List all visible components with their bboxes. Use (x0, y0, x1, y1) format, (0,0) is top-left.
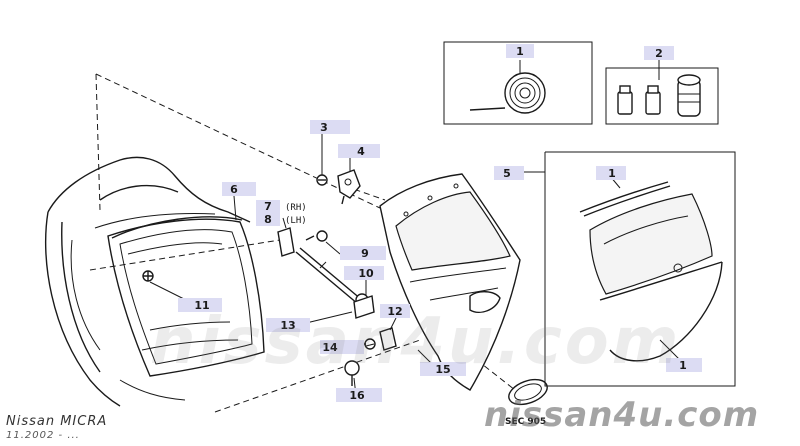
box-item-2 (605, 67, 719, 125)
box-item-1 (443, 41, 593, 125)
svg-text:10: 10 (358, 267, 374, 280)
svg-text:14: 14 (322, 341, 338, 354)
callout-11: 11 (178, 298, 222, 312)
hinge-parts (316, 169, 361, 205)
svg-text:11: 11 (194, 299, 209, 312)
callouts: 1 2 3 4 5 1 6 7 8 (RH) (LH) 9 10 11 12 1… (178, 44, 702, 402)
svg-text:1: 1 (608, 167, 616, 180)
callout-7: 7 (256, 200, 280, 213)
svg-text:8: 8 (264, 213, 272, 226)
model-date-range: 11.2002 - ... (6, 430, 80, 441)
svg-text:4: 4 (357, 145, 365, 158)
callout-16: 16 (336, 388, 382, 402)
svg-text:2: 2 (655, 47, 663, 60)
back-door-panel (379, 173, 521, 391)
svg-text:1: 1 (516, 45, 524, 58)
callout-10: 10 (344, 266, 384, 280)
callout-8: 8 (256, 213, 280, 226)
callout-9: 9 (340, 246, 386, 260)
callout-1-top: 1 (506, 44, 534, 58)
svg-text:7: 7 (264, 200, 272, 213)
callout-5: 5 (494, 166, 524, 180)
watermark-center: nissan4u.com (150, 305, 682, 379)
striker-part (142, 270, 154, 282)
watermark-corner: nissan4u.com (484, 395, 760, 435)
callout-14: 14 (320, 340, 364, 354)
callout-2: 2 (644, 46, 674, 60)
svg-text:15: 15 (435, 363, 450, 376)
svg-text:9: 9 (361, 247, 369, 260)
weatherstrip-part (111, 216, 243, 239)
callout-1-glass-bottom: 1 (666, 358, 702, 372)
svg-text:13: 13 (280, 319, 295, 332)
svg-text:3: 3 (320, 121, 328, 134)
car-body-outline (44, 156, 265, 407)
gas-strut-parts (277, 227, 375, 319)
callout-15: 15 (420, 362, 466, 376)
callout-3: 3 (310, 120, 350, 134)
callout-12: 12 (380, 304, 410, 318)
svg-text:12: 12 (387, 305, 402, 318)
glass-box (544, 151, 736, 387)
lh-tag: (LH) (285, 216, 307, 226)
svg-text:5: 5 (503, 167, 511, 180)
section-reference: SEC 905 (505, 417, 546, 427)
model-title: Nissan MICRA (6, 414, 108, 429)
rh-tag: (RH) (285, 203, 307, 213)
emblem-part (508, 378, 548, 406)
svg-text:6: 6 (230, 183, 238, 196)
callout-4: 4 (338, 144, 380, 158)
callout-13: 13 (266, 318, 310, 332)
callout-1-glass-top: 1 (596, 166, 626, 180)
callout-6: 6 (222, 182, 256, 196)
svg-text:16: 16 (349, 389, 365, 402)
svg-text:1: 1 (679, 359, 687, 372)
fitting-parts (344, 327, 397, 386)
